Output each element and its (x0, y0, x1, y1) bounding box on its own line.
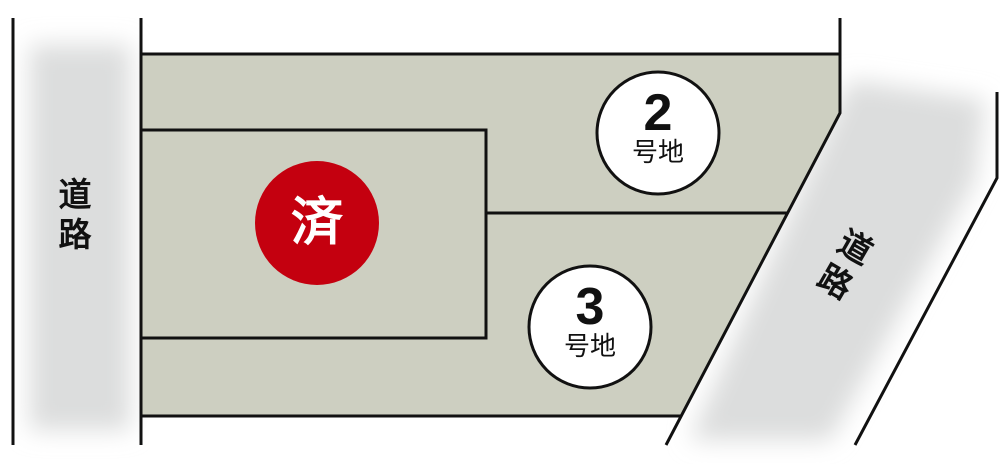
sold-label: 済 (290, 193, 343, 253)
lot-1-boundary (139, 128, 488, 340)
lot-boundary-top (141, 18, 842, 56)
lot-2-suffix: 号地 (631, 138, 684, 168)
lot-3-marker (527, 264, 653, 390)
right-road-edge (664, 54, 842, 446)
right-road-area (690, 80, 985, 440)
left-road-area (30, 45, 130, 430)
left-road-label: 道路 (58, 175, 92, 254)
lot-2-marker (595, 70, 721, 196)
sold-marker (255, 161, 379, 285)
lot-2-label[interactable]: 2 号地 (596, 84, 720, 168)
lot-3-suffix: 号地 (563, 332, 616, 362)
lot-2-number: 2 (643, 84, 673, 142)
right-road-edge (853, 92, 999, 446)
lot-3-number: 3 (575, 278, 605, 336)
lot-3-label[interactable]: 3 号地 (528, 278, 652, 362)
